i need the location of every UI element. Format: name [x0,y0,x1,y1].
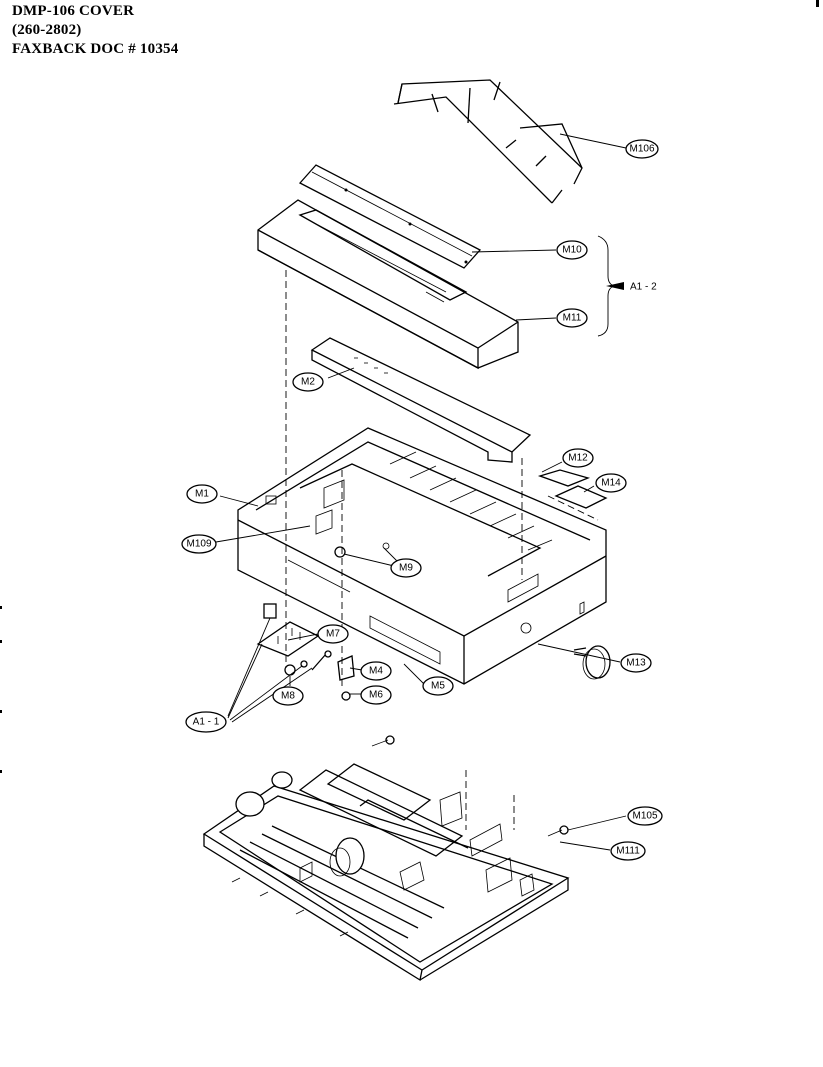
svg-text:M10: M10 [562,245,582,256]
model-cover-title: DMP-106 COVER [12,3,135,19]
flat-cable-strip-part [310,337,532,463]
callout-m12: M12 [562,448,594,468]
callout-m105: M105 [627,806,663,826]
svg-text:M106: M106 [629,144,654,155]
svg-text:M6: M6 [369,690,383,701]
svg-text:M109: M109 [186,539,211,550]
svg-text:M105: M105 [632,811,657,822]
assembly-alignment-lines [285,270,599,830]
callout-m106: M106 [625,139,659,159]
paper-feed-knob-part [573,645,611,680]
svg-text:M9: M9 [399,563,413,574]
callout-m109: M109 [181,534,217,554]
callout-m13: M13 [620,653,652,673]
assembly-label-a1-2: A1 - 2 [630,282,657,293]
callout-m11: M11 [556,308,588,328]
callout-a1-1: A1 - 1 [185,711,227,733]
callout-m2: M2 [292,372,324,392]
printer-mechanism-base-part [202,735,570,982]
callout-m1: M1 [186,484,218,504]
svg-text:M12: M12 [568,453,588,464]
svg-text:M11: M11 [563,313,582,324]
callout-m4: M4 [360,661,392,681]
callout-m7: M7 [317,624,349,644]
svg-text:M14: M14 [601,478,621,489]
callout-m5: M5 [422,676,454,696]
scan-speck [0,606,2,609]
corner-mark [816,0,819,7]
scan-speck [0,770,2,773]
scan-speck [0,710,2,713]
document-header: DMP-106 COVER (260-2802) FAXBACK DOC # 1… [12,2,178,59]
svg-text:M2: M2 [301,377,315,388]
scan-speck [0,640,2,643]
small-plates-part [537,469,608,509]
top-lid-part [298,164,482,269]
paper-guide-wire-part [393,79,583,204]
callout-m14: M14 [595,473,627,493]
svg-text:A1 - 1: A1 - 1 [193,717,220,728]
svg-text:M5: M5 [431,681,445,692]
faxback-doc-number: FAXBACK DOC # 10354 [12,41,179,57]
printer-top-cover-part [257,199,519,370]
callout-m111: M111 [610,841,646,861]
printer-housing-part [237,427,607,685]
callout-m6: M6 [360,685,392,705]
callout-leader-lines [215,133,627,851]
callout-m9: M9 [390,558,422,578]
svg-text:M7: M7 [326,629,340,640]
svg-text:M1: M1 [195,489,209,500]
svg-text:M111: M111 [616,846,640,857]
svg-text:M13: M13 [626,658,646,669]
svg-text:M8: M8 [281,691,295,702]
part-number: (260-2802) [12,22,82,38]
svg-text:M4: M4 [369,666,383,677]
callout-m8: M8 [272,686,304,706]
callout-m10: M10 [556,240,588,260]
